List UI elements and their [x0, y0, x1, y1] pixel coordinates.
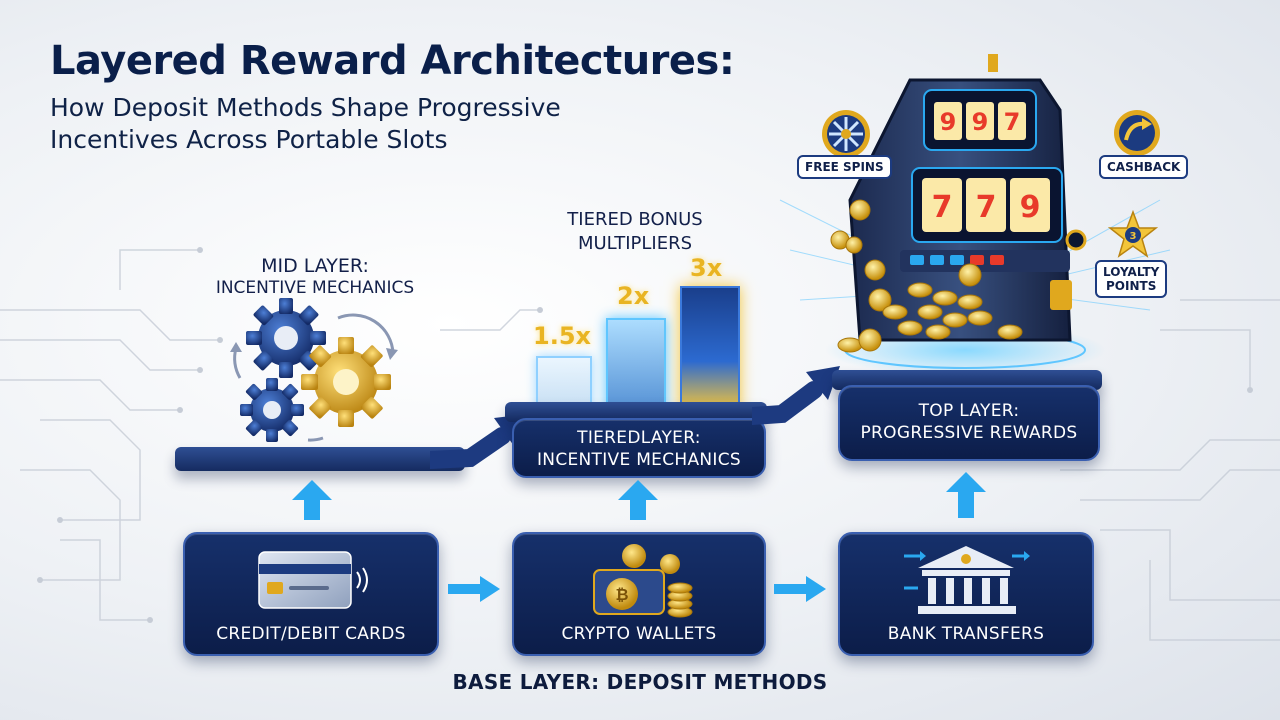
deposit-card-credit-debit: Credit/Debit Cards [183, 532, 439, 656]
deposit-label-credit-debit: Credit/Debit Cards [216, 624, 406, 644]
slot-machine-icon: 9 9 7 7 7 9 [825, 54, 1105, 376]
multiplier-bar-3x [680, 286, 740, 412]
up-arrow-2 [618, 480, 658, 520]
ramp-arrow-2 [752, 366, 840, 425]
multiplier-2x-label: 2x [617, 282, 650, 310]
top-layer-subtitle: Progressive Rewards [860, 423, 1078, 443]
mid-layer-title: Mid Layer: [261, 255, 369, 277]
tiered-bonus-title: Tiered Bonus [567, 209, 703, 230]
deposit-label-crypto-wallets: Crypto Wallets [561, 624, 717, 644]
right-arrow-1 [448, 576, 500, 602]
crypto-wallet-icon: ₿ [593, 544, 693, 618]
reel-bottom-3: 9 [1020, 190, 1041, 225]
reel-top-2: 9 [972, 108, 989, 136]
loyalty-points-line2: Points [1106, 279, 1157, 293]
svg-text:₿: ₿ [615, 585, 628, 604]
up-arrow-3 [946, 472, 986, 518]
gears-icon [230, 298, 398, 442]
loyalty-points-line1: Loyalty [1103, 265, 1160, 279]
multiplier-bar-2x [606, 318, 666, 412]
tiered-layer-box: Tieredlayer: Incentive Mechanics [512, 418, 766, 478]
bank-icon [904, 546, 1030, 614]
free-spins-badge: Free Spins [797, 155, 892, 179]
page-subtitle: How Deposit Methods Shape Progressive In… [50, 93, 561, 154]
multiplier-3x-label: 3x [690, 254, 723, 282]
top-layer-title: Top Layer: [918, 401, 1020, 421]
reel-bottom-2: 7 [976, 190, 997, 225]
top-layer-box: Top Layer: Progressive Rewards [838, 385, 1100, 461]
mid-layer-heading: Mid Layer: Incentive Mechanics [210, 255, 420, 299]
tiered-bonus-subtitle: Multipliers [577, 233, 693, 254]
credit-card-icon [258, 551, 368, 609]
mid-layer-platform [175, 447, 465, 471]
cashback-badge: Cashback [1099, 155, 1189, 179]
mid-layer-subtitle: Incentive Mechanics [215, 278, 415, 298]
tiered-bonus-heading: Tiered Bonus Multipliers [520, 208, 750, 256]
tiered-layer-subtitle: Incentive Mechanics [536, 450, 741, 470]
right-arrow-2 [774, 576, 826, 602]
reel-top-3: 7 [1004, 108, 1021, 136]
page-title: Layered Reward Architectures: [50, 38, 735, 84]
multiplier-1-5x-label: 1.5x [533, 322, 591, 350]
tiered-platform [505, 402, 767, 422]
up-arrow-1 [292, 480, 332, 520]
reel-bottom-1: 7 [932, 190, 953, 225]
deposit-card-crypto-wallets: ₿ Crypto Wallets [512, 532, 766, 656]
roulette-wheel-icon [822, 110, 870, 158]
deposit-label-bank-transfers: Bank Transfers [887, 624, 1045, 644]
loyalty-points-badge: Loyalty Points [1095, 260, 1168, 298]
loyalty-star-number: 3 [1130, 231, 1137, 242]
loyalty-star-icon: 3 [1108, 210, 1158, 258]
deposit-card-bank-transfers: Bank Transfers [838, 532, 1094, 656]
base-layer-label: Base Layer: Deposit Methods [452, 670, 828, 694]
reel-top-1: 9 [940, 108, 957, 136]
cashback-icon [1114, 110, 1160, 156]
tiered-layer-title: Tieredlayer: [577, 428, 701, 448]
